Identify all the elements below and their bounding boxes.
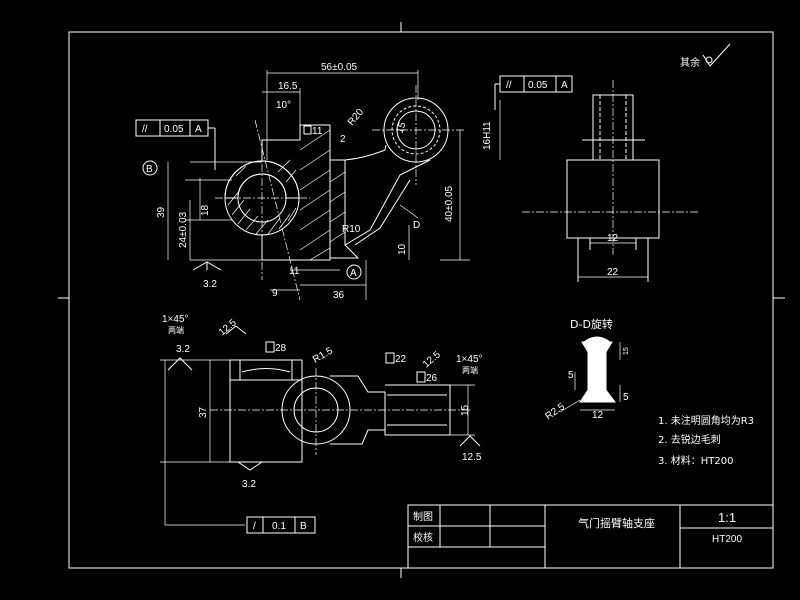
svg-text:28: 28 [275,343,287,354]
svg-text:R20: R20 [346,106,367,127]
svg-text:40±0.05: 40±0.05 [444,185,455,222]
svg-text:两端: 两端 [462,365,478,375]
svg-text:5: 5 [568,370,574,381]
svg-text:18: 18 [200,204,211,216]
svg-text:10°: 10° [276,100,291,111]
svg-text:12: 12 [592,410,604,421]
svg-text:0.1: 0.1 [272,521,286,532]
svg-text:A: A [195,124,202,135]
svg-text:1×45°: 1×45° [456,354,483,365]
title-block [408,505,773,568]
default-surface-finish: 其余 [680,44,730,69]
title-block-labels: 制图 校核 气门摇臂轴支座 1:1 HT200 [413,510,742,545]
svg-text:制图: 制图 [413,510,433,523]
bottom-view-labels: 1×45° 两端 12.5 3.2 28 R1.5 22 26 12.5 1×4… [162,314,483,532]
top-view [136,70,572,300]
svg-text:R1.5: R1.5 [311,345,335,365]
svg-text:0.05: 0.05 [528,80,548,91]
svg-text:37: 37 [198,406,209,418]
datum-a-marker [347,265,361,279]
svg-text:D-D旋转: D-D旋转 [570,317,613,331]
section-dd-dims [560,342,620,412]
svg-text:校核: 校核 [413,531,433,544]
svg-text:两端: 两端 [168,325,184,335]
svg-text:22: 22 [607,267,619,278]
svg-text:A: A [561,80,568,91]
gtol-box-bottom [247,517,315,533]
svg-text:12.5: 12.5 [421,349,443,370]
svg-text:3.2: 3.2 [176,344,190,355]
svg-text:24±0.03: 24±0.03 [178,211,189,248]
svg-text:2. 去锐边毛刺: 2. 去锐边毛刺 [658,433,721,446]
svg-text:22: 22 [395,354,407,365]
svg-text:15: 15 [623,347,630,355]
svg-text:16H11: 16H11 [482,121,493,150]
svg-text:气门摇臂轴支座: 气门摇臂轴支座 [578,516,655,530]
svg-text:B: B [146,164,153,175]
datum-b-marker [143,161,157,175]
svg-text://: // [142,124,148,135]
svg-text:3. 材料：HT200: 3. 材料：HT200 [658,454,733,467]
section-dd-labels: D-D旋转 5 5 R2.5 12 15 [543,317,630,422]
section-dd [580,337,615,402]
svg-text:B: B [300,521,307,532]
svg-text:16.5: 16.5 [278,81,298,92]
svg-text:12.5: 12.5 [462,452,482,463]
roughness-symbol-icon [703,44,730,66]
svg-text:HT200: HT200 [712,534,742,545]
bottom-view [160,326,480,533]
svg-text:0.05: 0.05 [164,124,184,135]
svg-text:R2.5: R2.5 [543,401,567,422]
side-view [522,80,700,282]
svg-text:15: 15 [460,404,471,416]
svg-text://: // [506,80,512,91]
svg-text:D: D [413,220,420,231]
svg-text:2: 2 [340,134,346,145]
technical-notes: 1. 未注明圆角均为R3 2. 去锐边毛刺 3. 材料：HT200 [658,414,754,467]
side-view-labels: 12 22 [607,233,619,278]
svg-text:10: 10 [397,243,408,255]
svg-text:1×45°: 1×45° [162,314,189,325]
svg-text:1:1: 1:1 [718,510,736,525]
svg-text:1. 未注明圆角均为R3: 1. 未注明圆角均为R3 [658,414,754,427]
svg-text:3.2: 3.2 [203,279,217,290]
svg-text:12.5: 12.5 [217,317,239,338]
top-view-labels: 56±0.05 16.5 10° 11 R20 15 2 16H11 40±0.… [142,62,568,301]
svg-text:9: 9 [272,288,278,299]
svg-text:11: 11 [312,126,323,137]
svg-text:R10: R10 [342,224,361,235]
drawing-frame [58,22,785,578]
svg-text:5: 5 [623,392,629,403]
svg-text:其余: 其余 [680,56,700,69]
svg-text:/: / [253,521,256,532]
svg-text:11: 11 [289,266,300,277]
svg-text:26: 26 [426,373,438,384]
svg-text:3.2: 3.2 [242,479,256,490]
svg-text:56±0.05: 56±0.05 [321,62,358,73]
svg-text:39: 39 [156,206,167,218]
svg-text:15: 15 [394,120,408,135]
svg-text:12: 12 [607,233,619,244]
svg-text:36: 36 [333,290,345,301]
svg-text:A: A [350,268,357,279]
